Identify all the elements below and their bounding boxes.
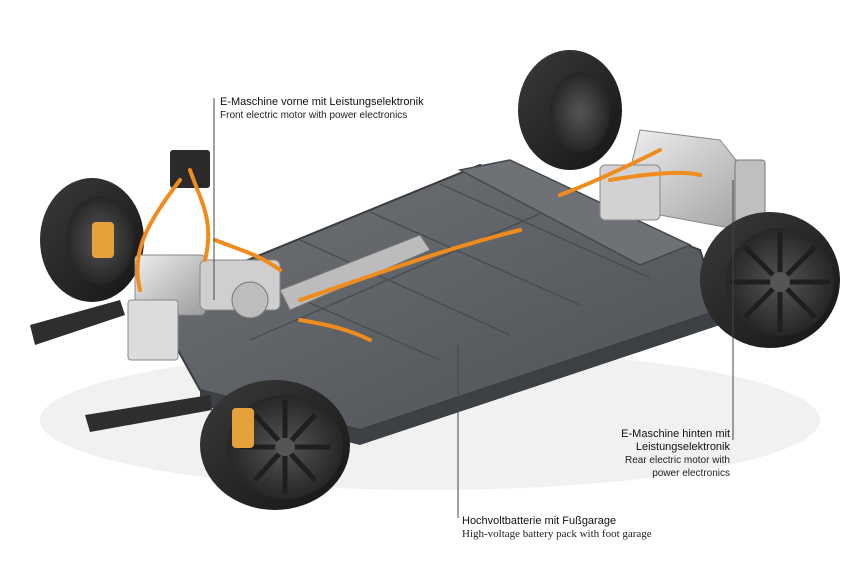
steering-rack — [279, 234, 431, 311]
callout-battery: Hochvoltbatterie mit Fußgarage High-volt… — [462, 515, 652, 541]
front-right-wheel — [200, 380, 350, 510]
callout-front-motor-en: Front electric motor with power electron… — [220, 110, 408, 121]
callout-rear-motor-en-2: power electronics — [652, 468, 730, 479]
front-left-wheel — [40, 178, 144, 302]
rear-left-wheel — [518, 50, 622, 170]
hv-cables — [135, 148, 702, 342]
callout-rear-motor-de-1: E-Maschine hinten mit — [621, 428, 730, 440]
front-right-brake-caliper — [232, 408, 254, 448]
callout-front-motor: E-Maschine vorne mit Leistungselektronik… — [220, 96, 424, 122]
front-left-brake-caliper — [92, 222, 114, 258]
callout-rear-motor: E-Maschine hinten mit Leistungselektroni… — [600, 428, 730, 480]
battery-ridge — [457, 159, 692, 266]
rear-right-wheel — [700, 212, 840, 348]
callout-rear-motor-en-1: Rear electric motor with — [624, 455, 730, 466]
callout-rear-motor-de-2: Leistungselektronik — [635, 441, 730, 453]
callout-battery-de: Hochvoltbatterie mit Fußgarage — [462, 515, 617, 527]
front-crash-members — [30, 300, 212, 432]
callout-front-motor-de: E-Maschine vorne mit Leistungselektronik — [220, 96, 424, 108]
callout-battery-en: High-voltage battery pack with foot gara… — [462, 528, 652, 540]
callout-leaders — [213, 98, 734, 518]
